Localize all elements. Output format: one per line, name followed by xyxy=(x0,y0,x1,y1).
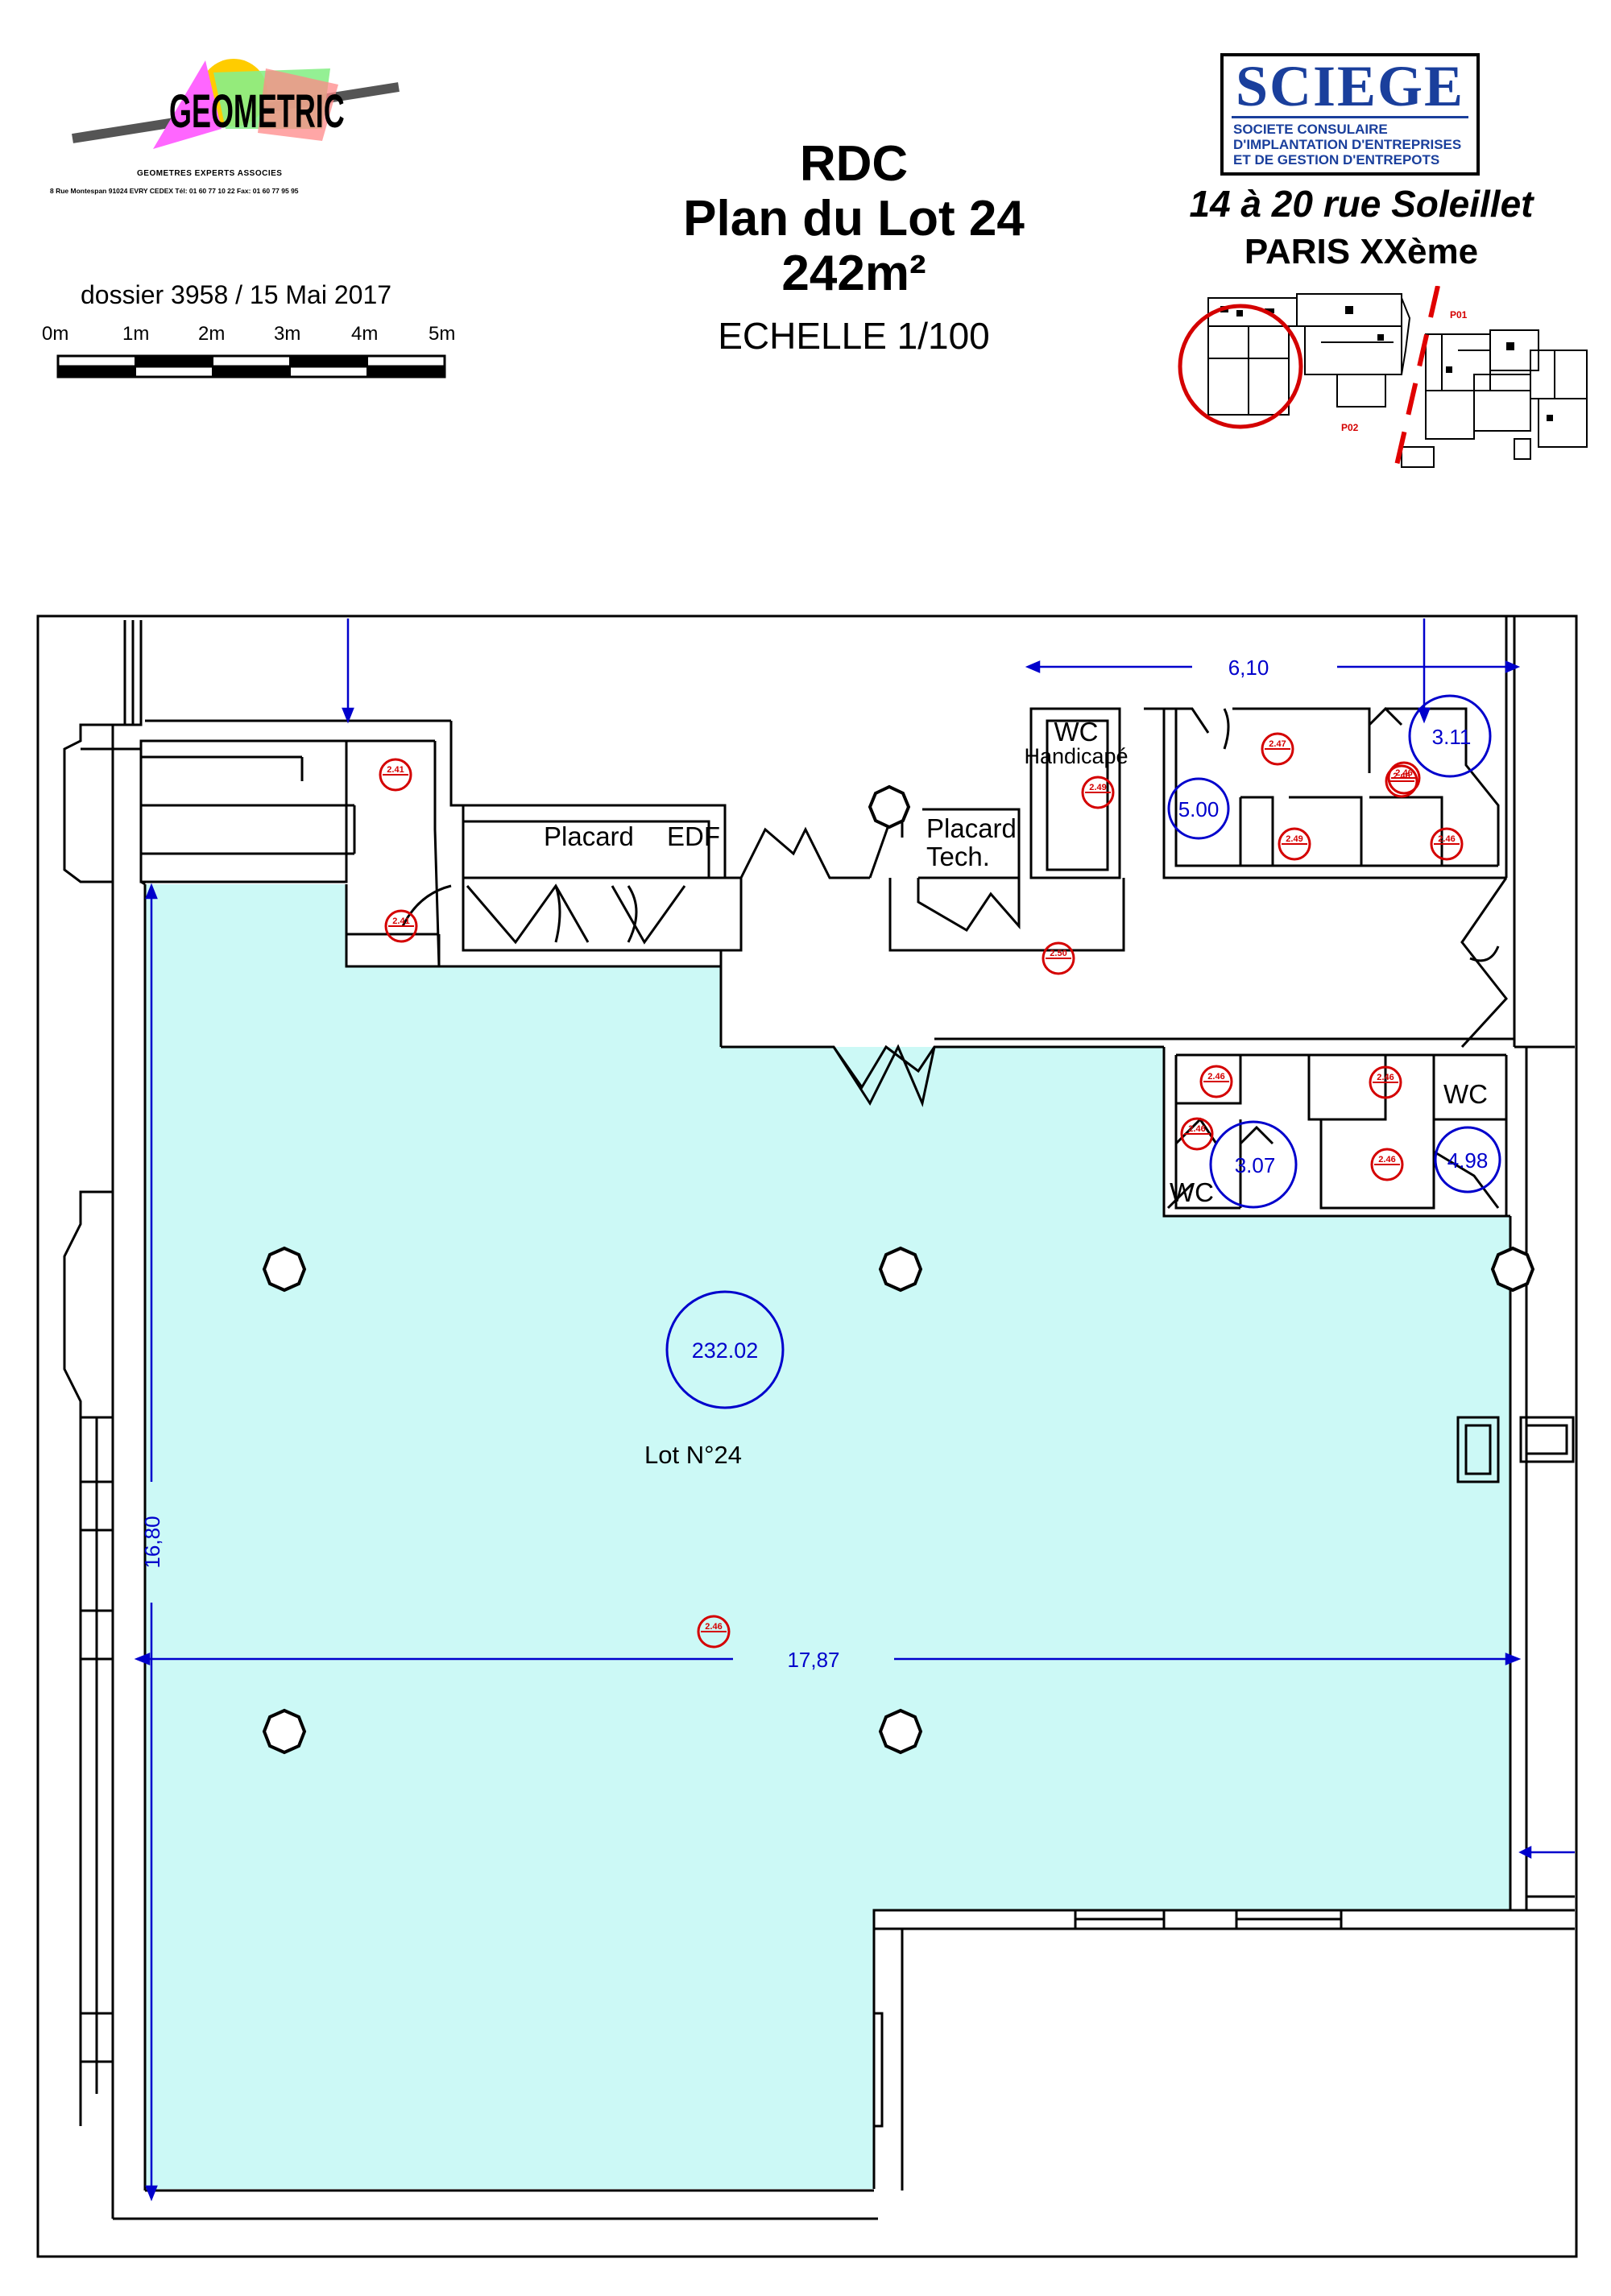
column xyxy=(878,1246,923,1293)
height-marker xyxy=(1369,1065,1402,1099)
dossier-text: dossier 3958 / 15 Mai 2017 xyxy=(81,280,392,309)
height-marker-value: 2.46 xyxy=(1377,1073,1394,1082)
dimension-top: 6,10 xyxy=(1228,656,1269,680)
scale-tick-4: 4m xyxy=(351,323,378,345)
area-circle-498 xyxy=(1434,1126,1501,1194)
geometric-logo: GEOMETRIC xyxy=(64,48,419,161)
area-500: 5.00 xyxy=(1178,797,1220,821)
height-marker-value: 2.41 xyxy=(387,765,404,775)
sciege-rule xyxy=(1232,116,1468,118)
room-placard-edf-1: Placard xyxy=(544,821,634,851)
logo-subtitle: GEOMETRES EXPERTS ASSOCIES xyxy=(137,169,283,178)
height-marker-value: 2.46 xyxy=(1378,1155,1395,1165)
title-level: RDC xyxy=(799,136,909,192)
column xyxy=(1490,1246,1535,1293)
height-marker xyxy=(697,1615,731,1649)
room-wc-left: WC xyxy=(1170,1177,1214,1207)
height-marker xyxy=(1180,1117,1214,1151)
title-block: RDC Plan du Lot 24 242m² ECHELLE 1/100 xyxy=(596,137,1112,364)
room-placard-tech-1: Placard xyxy=(926,813,1017,843)
site-address: 14 à 20 rue Soleillet xyxy=(1189,183,1534,225)
column xyxy=(262,1708,307,1755)
room-wc-handicape-1: WC xyxy=(1054,717,1099,747)
lot-location-circle xyxy=(1178,304,1303,429)
scale-tick-1: 1m xyxy=(122,323,149,345)
height-marker-value: 2.46 xyxy=(1395,768,1412,778)
area-circle-311 xyxy=(1408,694,1492,778)
height-marker xyxy=(1081,776,1115,809)
sciege-desc-2: D'IMPLANTATION D'ENTREPRISES xyxy=(1233,137,1462,152)
height-marker xyxy=(1387,761,1421,795)
site-location-map: P01 P02 xyxy=(1160,285,1595,480)
column xyxy=(868,784,911,829)
height-marker-value: 2.49 xyxy=(1286,834,1302,844)
title-scale: ECHELLE 1/100 xyxy=(718,315,990,357)
height-marker-value: 2.50 xyxy=(1050,949,1066,958)
title-area: 242m² xyxy=(781,246,926,301)
room-lot-label: Lot N°24 xyxy=(644,1441,742,1469)
height-markers: 2.41 2.41 2.49 2.47 2.49 2.46 2.46 2.50 2.46 2.46… xyxy=(379,732,1464,1649)
height-marker xyxy=(1278,827,1311,861)
area-311: 3.11 xyxy=(1432,725,1472,749)
height-marker-value: 2.47 xyxy=(1269,739,1286,749)
area-circle-307 xyxy=(1209,1120,1298,1209)
height-marker-value: 2.49 xyxy=(1089,783,1106,792)
dimension-vertical: 16,80 xyxy=(140,1516,164,1568)
sciege-name: SCIEGE xyxy=(1235,54,1465,118)
room-placard-tech-2: Tech. xyxy=(926,842,990,871)
scale-tick-3: 3m xyxy=(274,323,300,345)
sciege-desc-3: ET DE GESTION D'ENTREPOTS xyxy=(1233,152,1440,168)
column xyxy=(878,1708,923,1755)
scale-tick-0: 0m xyxy=(42,323,68,345)
area-498: 4.98 xyxy=(1447,1148,1489,1173)
height-marker xyxy=(1370,1148,1404,1181)
area-circle-500 xyxy=(1167,777,1230,840)
site-map-graphic: P01 P02 xyxy=(1178,285,1588,480)
dimension-horizontal: 17,87 xyxy=(787,1648,839,1672)
column xyxy=(262,1246,307,1293)
height-marker xyxy=(1261,732,1294,766)
scale-bar-graphic: 0m 1m 2m 3m 4m 5m xyxy=(42,323,455,379)
title-plan: Plan du Lot 24 xyxy=(683,191,1025,246)
height-marker-value: 2.46 xyxy=(1207,1072,1224,1082)
height-marker-value: 2.46 xyxy=(1438,834,1455,844)
site-city: PARIS XXème xyxy=(1244,232,1479,271)
height-marker xyxy=(1042,941,1075,975)
area-307: 3.07 xyxy=(1235,1153,1276,1177)
map-label-p02: P02 xyxy=(1341,422,1359,433)
height-marker xyxy=(1199,1065,1233,1098)
structural-columns xyxy=(262,784,1535,1755)
brand-text: GEOMETRIC xyxy=(169,85,345,138)
height-marker xyxy=(379,758,412,792)
sciege-logo: SCIEGE SOCIETE CONSULAIRE D'IMPLANTATION… xyxy=(1220,53,1480,176)
sciege-desc-1: SOCIETE CONSULAIRE xyxy=(1233,122,1388,137)
room-placard-edf-2: EDF xyxy=(667,821,720,851)
area-main: 232.02 xyxy=(692,1338,759,1363)
height-marker-value: 2.46 xyxy=(1393,772,1410,781)
logo-address: 8 Rue Montespan 91024 EVRY CEDEX Tél: 01… xyxy=(50,187,299,195)
height-marker-value: 2.41 xyxy=(392,916,409,926)
scale-tick-5: 5m xyxy=(429,323,455,345)
height-marker xyxy=(1430,827,1464,861)
height-marker-value: 2.46 xyxy=(705,1622,722,1632)
height-marker-value: 2.46 xyxy=(1188,1124,1205,1134)
area-circle-main xyxy=(665,1290,785,1409)
scale-bar: 0m 1m 2m 3m 4m 5m xyxy=(32,314,483,395)
lot-24-area xyxy=(145,884,1510,2189)
geometric-logo-graphic: GEOMETRIC xyxy=(72,59,400,149)
height-marker xyxy=(1385,764,1418,798)
plan-frame xyxy=(36,614,1578,2258)
room-wc-handicape-2: Handicapé xyxy=(1024,744,1128,768)
scale-tick-2: 2m xyxy=(198,323,225,345)
room-wc-right: WC xyxy=(1443,1079,1488,1109)
map-label-p01: P01 xyxy=(1450,309,1468,321)
height-marker xyxy=(384,909,418,943)
